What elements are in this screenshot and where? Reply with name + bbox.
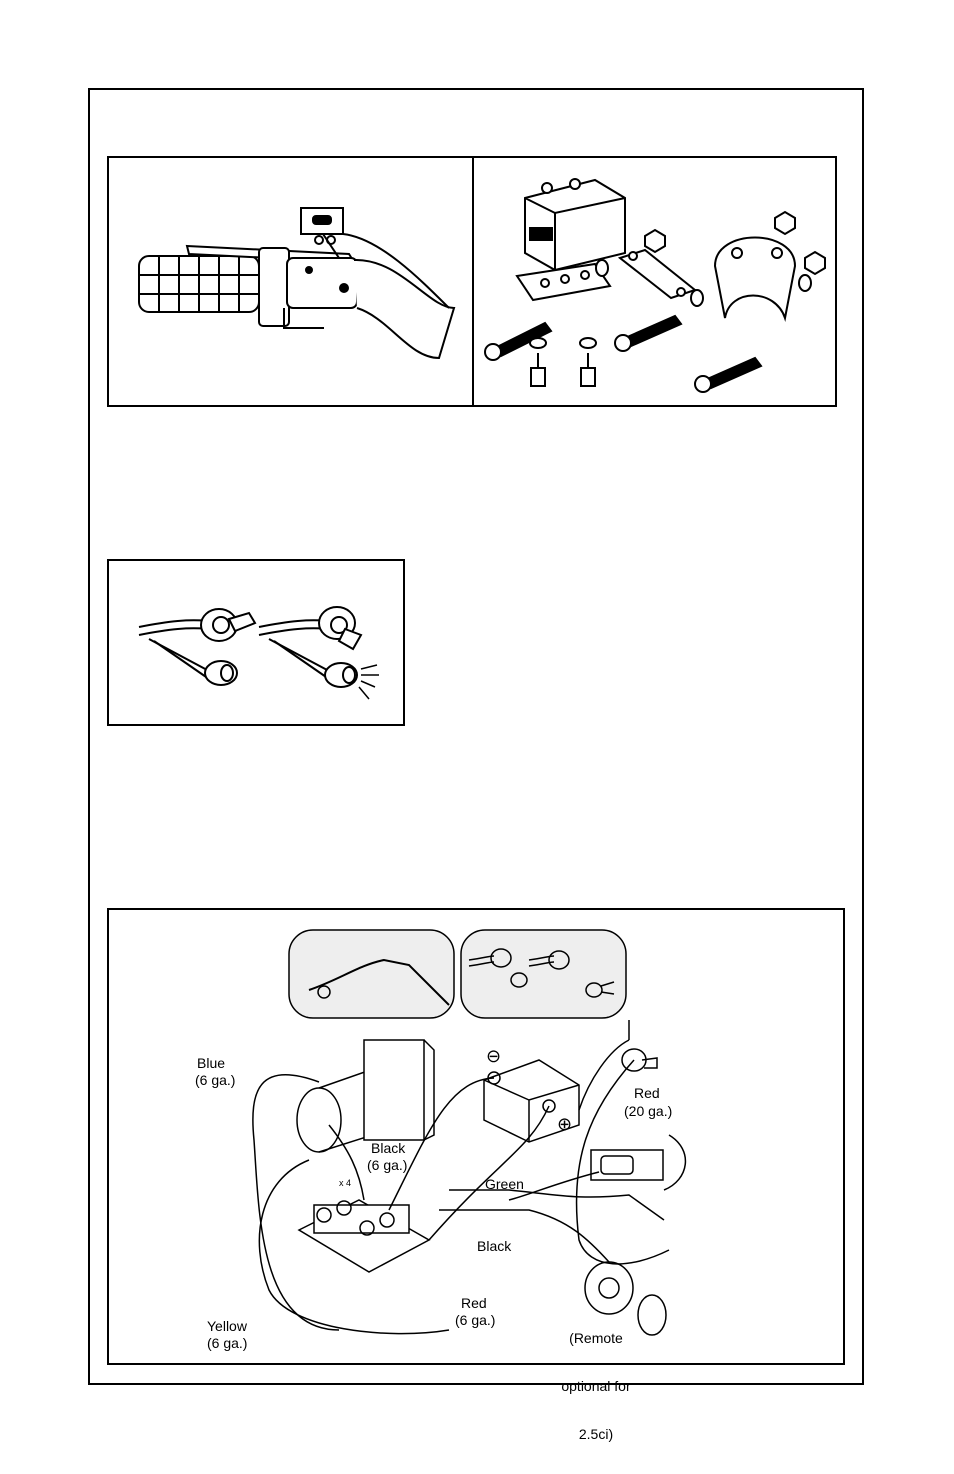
label-yellow-gauge: (6 ga.) xyxy=(207,1335,247,1351)
label-black-main-gauge: (6 ga.) xyxy=(367,1157,407,1173)
label-multiplier: x 4 xyxy=(339,1175,351,1191)
label-black-small: Black xyxy=(477,1238,511,1254)
mounting-hardware-exploded-view xyxy=(475,158,835,405)
handlebar-mount-figure xyxy=(107,156,837,407)
key-switch-figure xyxy=(107,559,405,726)
label-remote-line3: 2.5ci) xyxy=(541,1426,651,1442)
label-yellow: Yellow xyxy=(207,1318,247,1334)
label-red-main-gauge: (6 ga.) xyxy=(455,1312,495,1328)
label-remote-line1: (Remote xyxy=(541,1330,651,1346)
label-blue-gauge: (6 ga.) xyxy=(195,1072,235,1088)
label-remote-line2: optional for xyxy=(541,1378,651,1394)
panel-divider xyxy=(472,158,474,405)
label-blue: Blue xyxy=(197,1055,225,1071)
battery-negative-symbol: ⊖ xyxy=(486,1048,501,1064)
label-red-small: Red xyxy=(634,1085,660,1101)
battery-positive-symbol: ⊕ xyxy=(557,1116,572,1132)
label-red-main: Red xyxy=(461,1295,487,1311)
label-black-main: Black xyxy=(371,1140,405,1156)
label-red-small-gauge: (20 ga.) xyxy=(624,1103,672,1119)
label-green: Green xyxy=(485,1176,524,1192)
handlebar-switch-illustration xyxy=(109,158,473,405)
label-remote-note: (Remote optional for 2.5ci) xyxy=(541,1298,651,1474)
wiring-diagram-figure: Blue (6 ga.) Black (6 ga.) Red (20 ga.) … xyxy=(107,908,845,1365)
